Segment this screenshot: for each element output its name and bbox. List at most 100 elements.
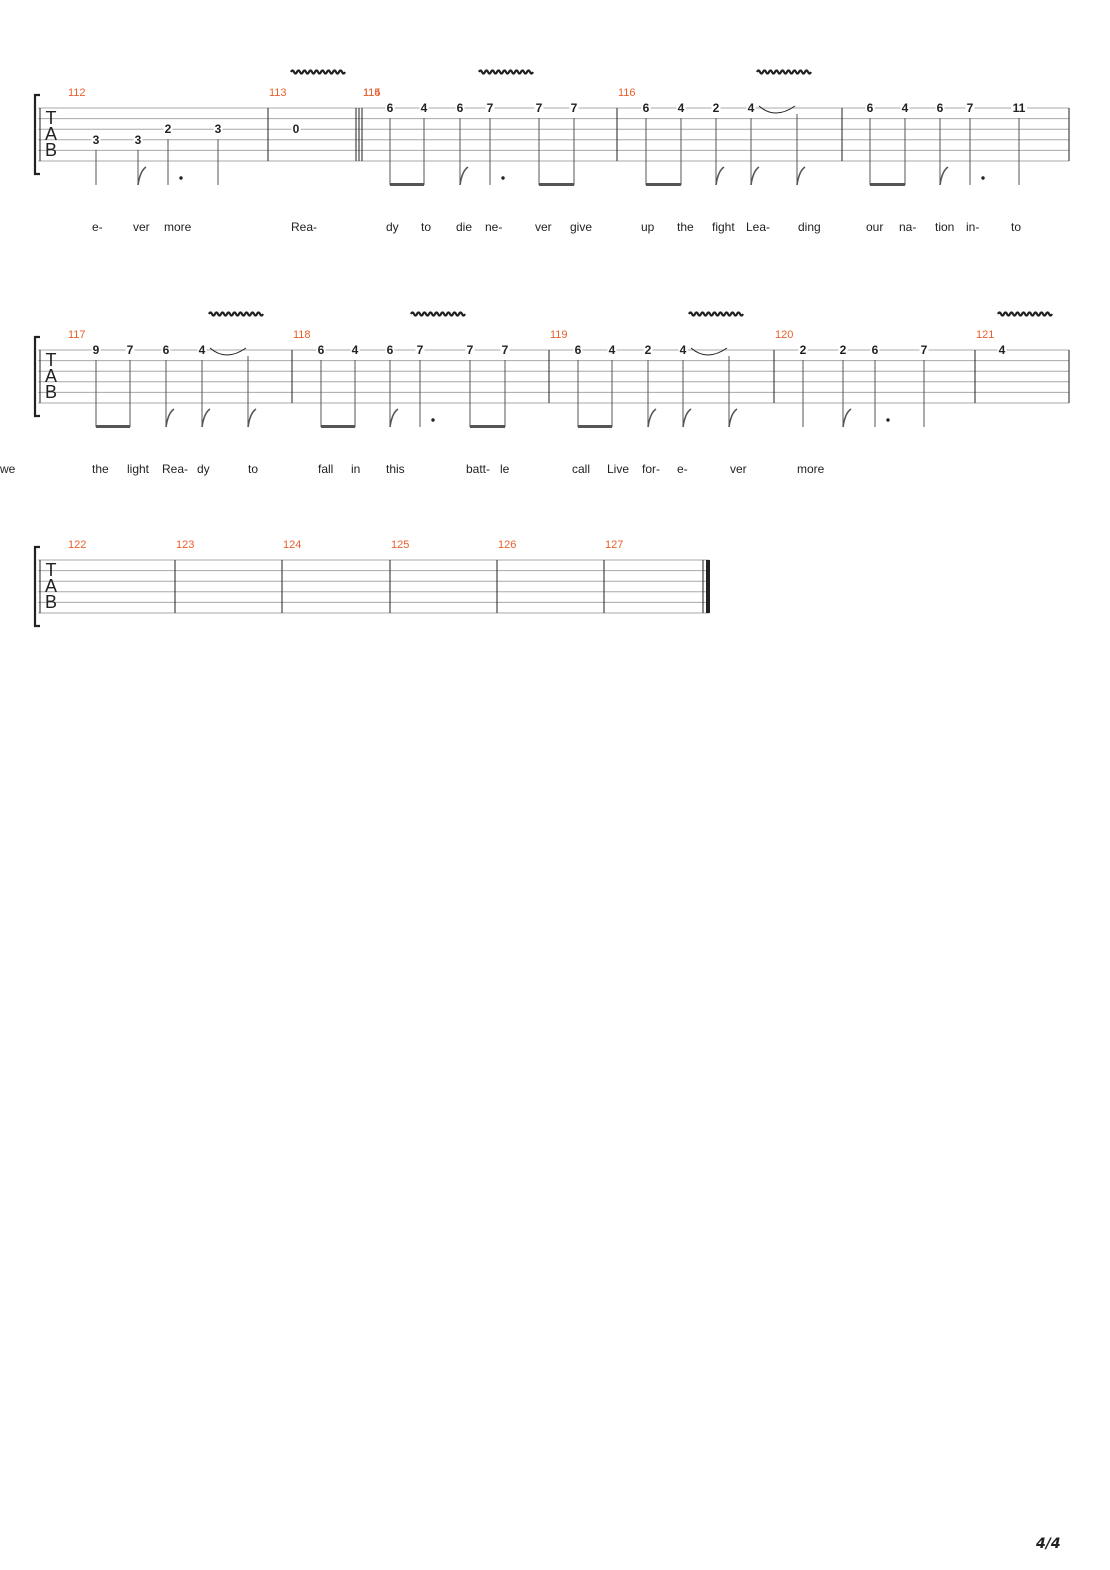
- fret-number: 6: [867, 101, 874, 115]
- fret-number-background: [1011, 102, 1027, 114]
- fret-number: 7: [967, 101, 974, 115]
- measure-number: 115: [363, 87, 381, 99]
- lyric-syllable: ver: [133, 220, 150, 234]
- lyric-syllable: call: [572, 462, 590, 476]
- fret-number-background: [870, 344, 880, 356]
- lyric-syllable: ne-: [485, 220, 502, 234]
- fret-number-background: [607, 344, 617, 356]
- vibrato-mark: [997, 311, 1053, 317]
- fret-number-background: [316, 344, 326, 356]
- lyric-syllable: ver: [535, 220, 552, 234]
- lyric-syllable: le: [500, 462, 510, 476]
- fret-number-background: [415, 344, 425, 356]
- fret-number: 4: [902, 101, 909, 115]
- lyric-syllable: light: [127, 462, 150, 476]
- measure-number: 123: [176, 539, 194, 551]
- fret-number: 6: [387, 343, 394, 357]
- eighth-flag: [728, 408, 738, 428]
- lyric-syllable: we: [0, 462, 16, 476]
- measure-number: 117: [68, 329, 86, 341]
- fret-number-background: [163, 123, 173, 136]
- lyric-syllable: Rea-: [291, 220, 317, 234]
- page-number: 4/4: [1036, 1536, 1061, 1552]
- fret-number-background: [291, 123, 301, 136]
- measure-number: 116: [618, 87, 636, 99]
- fret-number: 6: [163, 343, 170, 357]
- lyric-syllable: in: [351, 462, 360, 476]
- system-bracket: [33, 93, 40, 176]
- fret-number: 0: [293, 122, 300, 136]
- eighth-flag: [715, 166, 725, 186]
- note-beam: [578, 425, 612, 428]
- fret-number-background: [643, 344, 653, 356]
- lyric-syllable: ver: [730, 462, 747, 476]
- fret-number-background: [711, 102, 721, 114]
- final-barline: [706, 560, 710, 613]
- lyric-syllable: this: [386, 462, 405, 476]
- lyric-syllable: Lea-: [746, 220, 770, 234]
- lyric-syllable: fall: [318, 462, 333, 476]
- fret-number: 6: [937, 101, 944, 115]
- eighth-flag: [796, 166, 806, 186]
- measure-number: 118: [293, 329, 311, 341]
- fret-number-background: [641, 102, 651, 114]
- system-bracket: [33, 335, 40, 418]
- lyric-syllable: more: [797, 462, 825, 476]
- fret-number: 7: [417, 343, 424, 357]
- lyric-syllable: Rea-: [162, 462, 188, 476]
- measure-number: 112: [68, 87, 86, 99]
- fret-number-background: [965, 102, 975, 114]
- fret-number-background: [935, 102, 945, 114]
- measure-number: 127: [605, 539, 623, 551]
- eighth-flag: [750, 166, 760, 186]
- vibrato-mark: [688, 311, 744, 317]
- fret-number: 4: [680, 343, 687, 357]
- fret-number: 2: [840, 343, 847, 357]
- fret-number-background: [455, 102, 465, 114]
- note-beam: [390, 183, 424, 186]
- fret-number: 2: [645, 343, 652, 357]
- lyric-syllable: die: [456, 220, 472, 234]
- tab-clef-letter: T: [46, 108, 57, 128]
- fret-number: 6: [872, 343, 879, 357]
- vibrato-mark: [478, 69, 534, 75]
- fret-number-background: [385, 102, 395, 114]
- note-beam: [96, 425, 130, 428]
- augmentation-dot: [431, 418, 435, 422]
- fret-number-background: [133, 133, 143, 146]
- fret-number-background: [798, 344, 808, 356]
- measure-number: 126: [498, 539, 516, 551]
- lyric-syllable: the: [677, 220, 694, 234]
- fret-number: 3: [135, 133, 142, 147]
- lyric-syllable: ding: [798, 220, 821, 234]
- fret-number-background: [838, 344, 848, 356]
- measure-number: 119: [550, 329, 568, 341]
- tab-clef-letter: B: [45, 592, 57, 612]
- measure-number: 124: [283, 539, 301, 551]
- vibrato-mark: [290, 69, 346, 75]
- fret-number-background: [573, 344, 583, 356]
- tab-clef-letter: B: [45, 382, 57, 402]
- eighth-flag: [137, 166, 147, 186]
- eighth-flag: [201, 408, 211, 428]
- fret-number: 3: [215, 122, 222, 136]
- fret-number: 7: [502, 343, 509, 357]
- vibrato-mark: [208, 311, 264, 317]
- augmentation-dot: [501, 176, 505, 180]
- measure-number: 114: [363, 87, 381, 99]
- note-beam: [870, 183, 905, 186]
- lyric-syllable: batt-: [466, 462, 490, 476]
- fret-number-background: [213, 123, 223, 136]
- fret-number-background: [534, 102, 544, 114]
- fret-number-background: [465, 344, 475, 356]
- fret-number: 4: [352, 343, 359, 357]
- fret-number: 4: [199, 343, 206, 357]
- fret-number-background: [676, 102, 686, 114]
- lyric-syllable: up: [641, 220, 655, 234]
- eighth-flag: [842, 408, 852, 428]
- lyric-syllable: dy: [197, 462, 210, 476]
- measure-number: 120: [775, 329, 793, 341]
- eighth-flag: [682, 408, 692, 428]
- fret-number: 6: [643, 101, 650, 115]
- fret-number: 11: [1013, 101, 1026, 115]
